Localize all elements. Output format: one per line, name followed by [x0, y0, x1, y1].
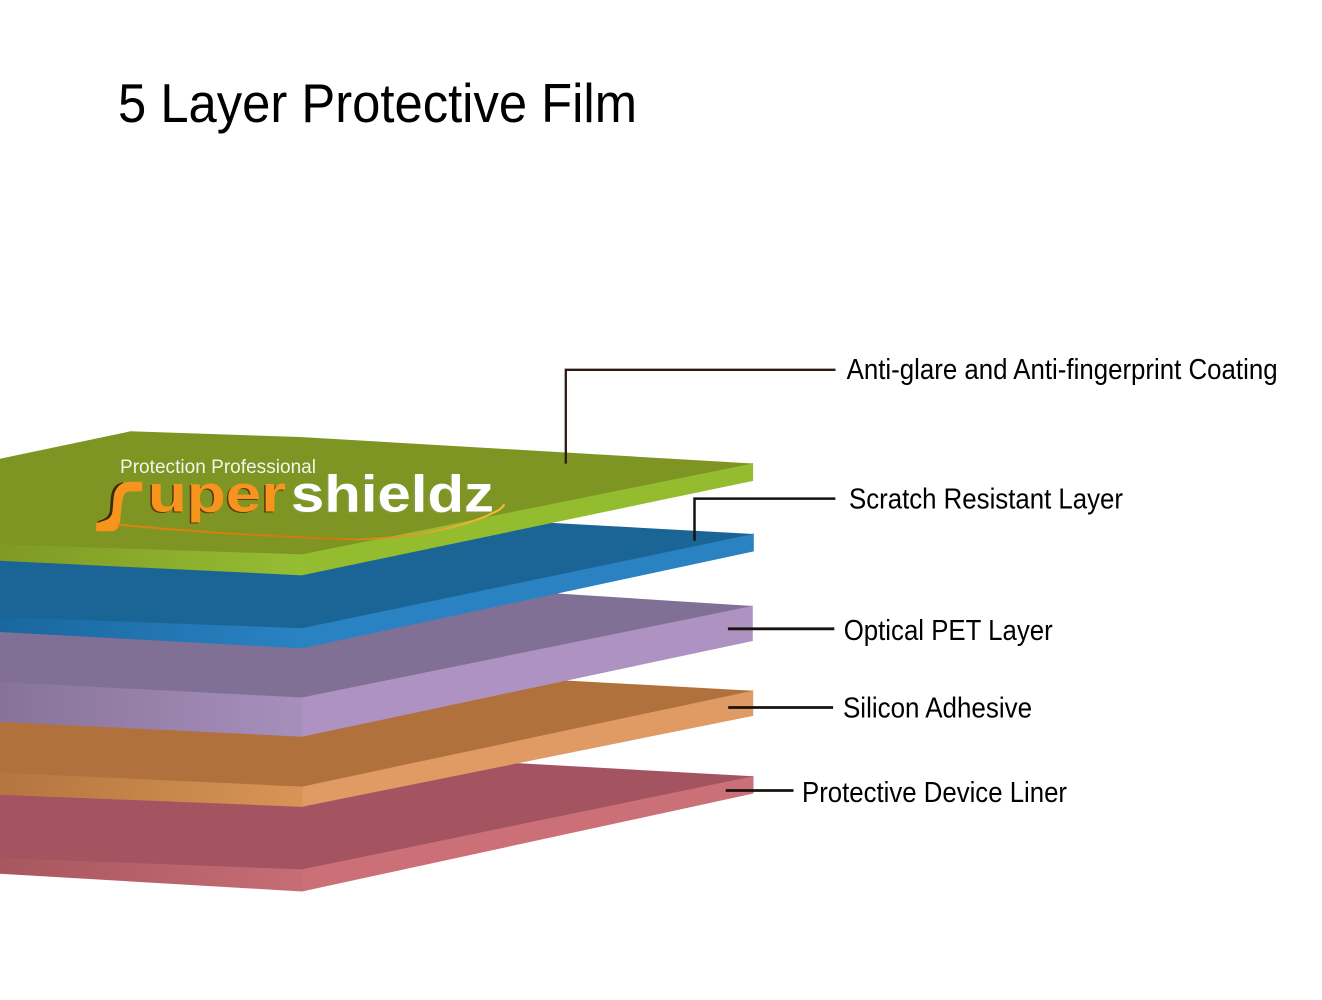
svg-text:shieldz: shieldz	[289, 466, 492, 524]
svg-text:Protection Professional: Protection Professional	[120, 457, 316, 478]
svg-text:Protective Device Liner: Protective Device Liner	[802, 777, 1067, 809]
svg-text:Optical PET Layer: Optical PET Layer	[844, 615, 1053, 647]
svg-text:Anti-glare and Anti-fingerprin: Anti-glare and Anti-fingerprint Coating	[847, 354, 1278, 386]
svg-text:5 Layer Protective Film: 5 Layer Protective Film	[118, 72, 637, 134]
svg-text:shieldz: shieldz	[291, 466, 494, 524]
svg-text:Scratch Resistant Layer: Scratch Resistant Layer	[849, 483, 1123, 515]
svg-text:Silicon Adhesive: Silicon Adhesive	[843, 693, 1032, 725]
svg-text:uper: uper	[148, 466, 286, 524]
svg-text:uper: uper	[146, 466, 284, 524]
